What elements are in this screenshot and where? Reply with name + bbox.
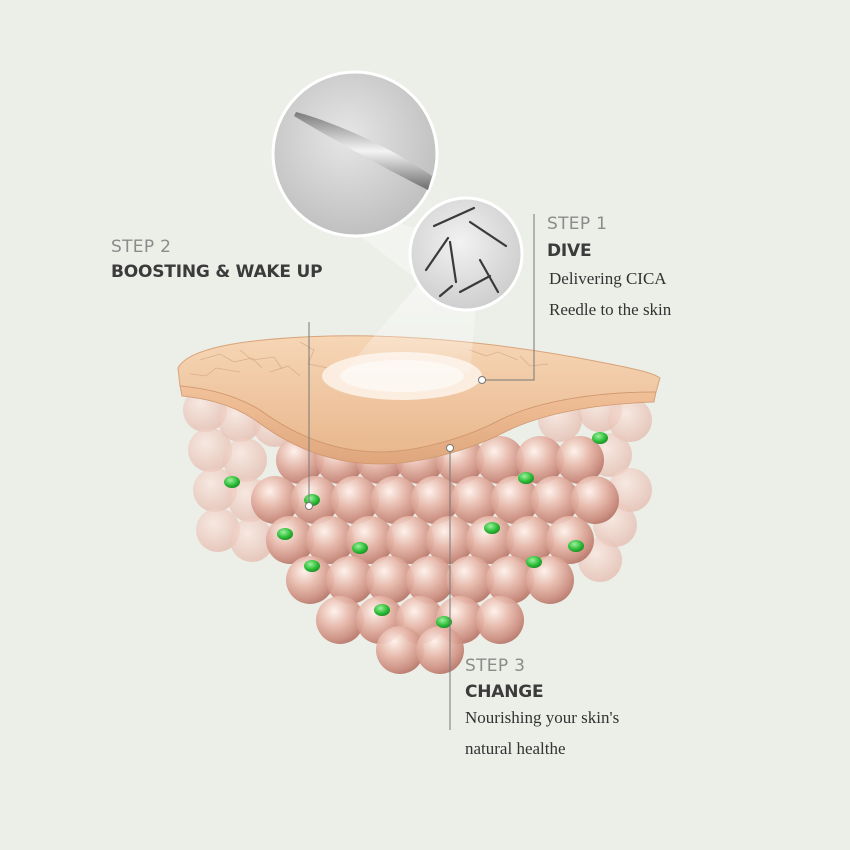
skin-cell [230, 518, 274, 562]
skin-cell [316, 596, 364, 644]
skin-cell [188, 428, 232, 472]
skin-cell [506, 516, 554, 564]
needle-closeup-circle [271, 70, 439, 238]
active-particle [568, 540, 584, 552]
skin-cell [331, 476, 379, 524]
leader-lines [308, 214, 535, 730]
active-particle [592, 432, 608, 444]
skin-cell [386, 516, 434, 564]
skin-cell [326, 556, 374, 604]
active-particle [224, 476, 240, 488]
skin-cell [416, 626, 464, 674]
active-particle [277, 528, 293, 540]
step-3-description-line-1: Nourishing your skin's [465, 708, 620, 727]
skin-cell-cluster [183, 388, 652, 674]
skin-cell [223, 438, 267, 482]
step-1-description-line-1: Delivering CICA [549, 269, 667, 288]
active-particle [518, 472, 534, 484]
step-3-number: STEP 3 [465, 656, 526, 676]
skin-cell [486, 556, 534, 604]
skin-cell [266, 516, 314, 564]
skin-cell [371, 476, 419, 524]
skin-cell [196, 508, 240, 552]
step-1-number: STEP 1 [547, 214, 608, 234]
step-3-title: CHANGE [465, 682, 544, 702]
needles-closeup-circle [408, 196, 524, 312]
skin-cell [366, 556, 414, 604]
skin-cell [466, 516, 514, 564]
skin-cell [571, 476, 619, 524]
active-particle [484, 522, 500, 534]
skin-cell [286, 556, 334, 604]
skin-cell [411, 476, 459, 524]
skin-cell [451, 476, 499, 524]
skin-cell [406, 556, 454, 604]
active-particle [352, 542, 368, 554]
skin-cell [376, 626, 424, 674]
active-particle [436, 616, 452, 628]
step-2-title: BOOSTING & WAKE UP [111, 262, 323, 282]
step-3-description-line-2: natural healthe [465, 739, 566, 758]
skin-cell [491, 476, 539, 524]
step-1-title: DIVE [547, 241, 592, 261]
skin-cell [476, 596, 524, 644]
step-1-description-line-2: Reedle to the skin [549, 300, 672, 319]
skin-cell [546, 516, 594, 564]
skin-cell [516, 436, 564, 484]
skin-cell [446, 556, 494, 604]
skin-cell [531, 476, 579, 524]
skin-cell [556, 436, 604, 484]
skin-cell [306, 516, 354, 564]
skin-cell [251, 476, 299, 524]
skin-cell [476, 436, 524, 484]
active-particle [526, 556, 542, 568]
skin-cell [608, 398, 652, 442]
skin-cell [526, 556, 574, 604]
step-2-number: STEP 2 [111, 237, 172, 257]
leader-dots [305, 376, 486, 510]
skin-cell [608, 468, 652, 512]
active-particle [304, 560, 320, 572]
active-particle [374, 604, 390, 616]
